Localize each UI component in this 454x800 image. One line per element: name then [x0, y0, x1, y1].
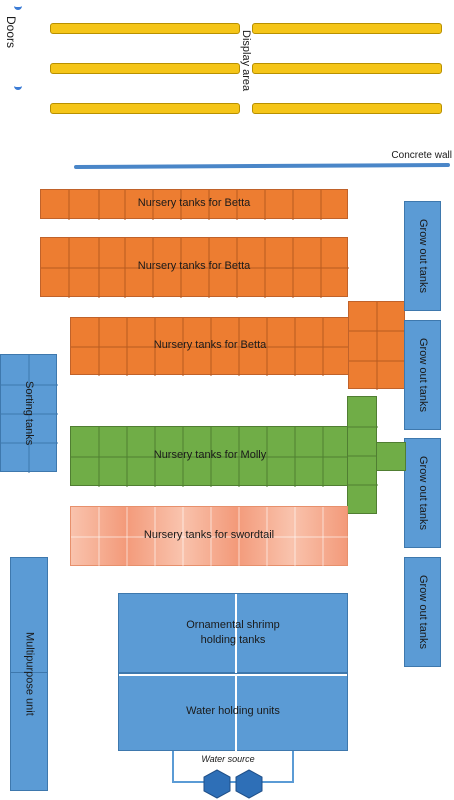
- water-source-hexagon-left: [203, 769, 231, 799]
- betta-connector-block: [348, 301, 406, 390]
- water-holding-label: Water holding units: [186, 705, 280, 718]
- doors-marker: Doors: [4, 2, 30, 94]
- grow-out-label-2: Grow out tanks: [417, 338, 430, 412]
- shrimp-label-line1: Ornamental shrimp: [186, 618, 280, 631]
- concrete-wall-label: Concrete wall: [391, 150, 452, 161]
- multipurpose-divider: [11, 672, 47, 673]
- display-shelf-right-1: [252, 23, 442, 34]
- tank-grid: [71, 318, 351, 376]
- nursery-betta-label-1: Nursery tanks for Betta: [137, 197, 251, 210]
- concrete-wall: [73, 163, 451, 169]
- sorting-tanks: Sorting tanks: [0, 354, 58, 473]
- grow-out-tanks-2: Grow out tanks: [404, 320, 441, 430]
- nursery-swordtail-label: Nursery tanks for swordtail: [143, 529, 275, 542]
- doors-label: Doors: [4, 16, 18, 49]
- nursery-betta-row-3: Nursery tanks for Betta: [70, 317, 351, 376]
- shrimp-label-line2: holding tanks: [200, 634, 266, 646]
- door-bottom-bracket: [14, 82, 22, 90]
- water-pipe: [172, 751, 294, 783]
- tank-grid: [71, 507, 349, 567]
- grow-out-tanks-4: Grow out tanks: [404, 557, 441, 667]
- water-source-hexagons: [203, 769, 263, 799]
- grow-out-label-3: Grow out tanks: [417, 456, 430, 530]
- water-holding-units: Water holding units: [118, 673, 348, 752]
- nursery-molly-row: Nursery tanks for Molly: [70, 426, 351, 487]
- grow-out-tanks-1: Grow out tanks: [404, 201, 441, 311]
- grow-out-tanks-3: Grow out tanks: [404, 438, 441, 548]
- shrimp-label: Ornamental shrimp holding tanks: [119, 594, 347, 672]
- grow-out-label-4: Grow out tanks: [417, 575, 430, 649]
- sorting-tanks-label: Sorting tanks: [23, 380, 36, 446]
- grow-out-label-1: Grow out tanks: [417, 219, 430, 293]
- multipurpose-label: Multipurpose unit: [23, 632, 36, 716]
- water-source-hexagon-right: [235, 769, 263, 799]
- nursery-molly-label: Nursery tanks for Molly: [153, 449, 267, 462]
- shrimp-divider: [235, 594, 237, 674]
- display-shelf-right-3: [252, 103, 442, 114]
- water-holding-divider: [235, 674, 237, 752]
- tank-grid: [348, 426, 378, 486]
- door-top-bracket: [14, 4, 22, 10]
- tank-grid: [1, 355, 58, 473]
- molly-connector-arm: [376, 442, 406, 471]
- display-shelf-left-1: [50, 23, 240, 34]
- multipurpose-unit: Multipurpose unit: [10, 557, 48, 791]
- nursery-betta-row-1: Nursery tanks for Betta: [40, 189, 348, 220]
- tank-grid: [68, 190, 322, 220]
- display-shelf-left-2: [50, 63, 240, 74]
- nursery-betta-row-2: Nursery tanks for Betta: [40, 237, 349, 298]
- shrimp-holding-tanks: Ornamental shrimp holding tanks: [118, 593, 348, 674]
- molly-connector-column: [347, 396, 378, 514]
- nursery-betta-label-2: Nursery tanks for Betta: [137, 260, 251, 273]
- tank-grid: [349, 302, 406, 390]
- water-holding-top-line: [119, 674, 347, 676]
- tank-grid: [41, 238, 349, 298]
- display-shelf-right-2: [252, 63, 442, 74]
- nursery-swordtail-row: Nursery tanks for swordtail: [70, 506, 349, 567]
- display-area-label: Display area: [240, 30, 252, 92]
- nursery-betta-label-3: Nursery tanks for Betta: [153, 339, 267, 352]
- tank-grid: [71, 427, 351, 487]
- display-shelf-left-3: [50, 103, 240, 114]
- water-source-label: Water source: [201, 754, 255, 764]
